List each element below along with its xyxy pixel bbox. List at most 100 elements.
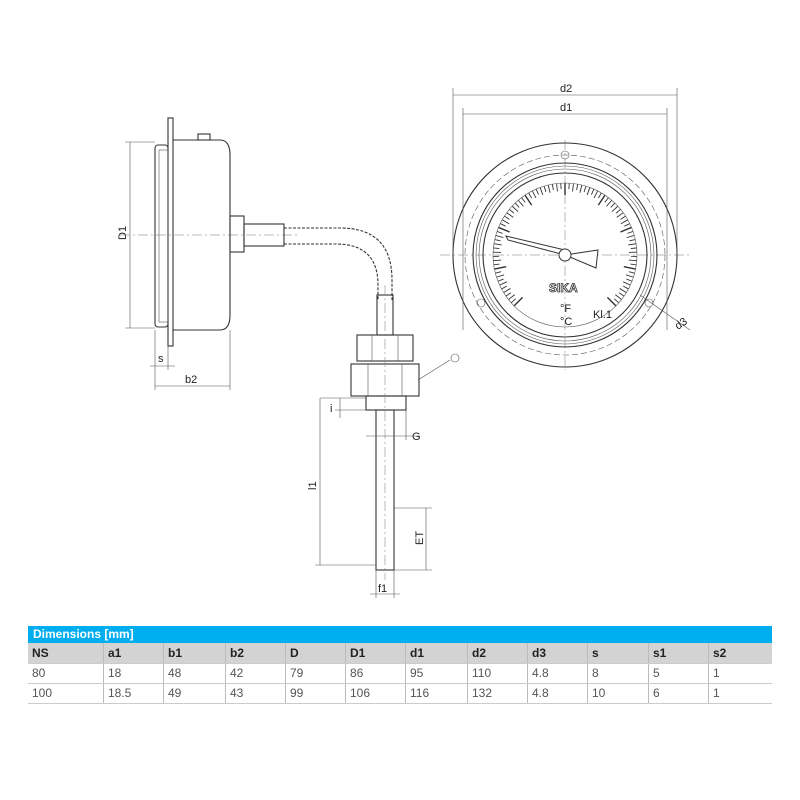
scale-tick [517, 199, 524, 207]
scale-tick [496, 274, 505, 278]
scale-tick [511, 205, 519, 212]
scale-tick [593, 190, 599, 199]
dim-f1: f1 [378, 583, 387, 595]
scale-tick [615, 208, 621, 214]
scale-tick [606, 296, 617, 307]
scale-tick [547, 184, 551, 193]
table-cell: 10 [587, 684, 648, 703]
scale-tick [497, 278, 504, 282]
column-header: D1 [345, 643, 405, 663]
unit-celsius: °C [560, 316, 572, 328]
table-cell: 4.8 [527, 664, 587, 683]
scale-tick [501, 285, 508, 290]
scale-tick [614, 294, 622, 300]
dim-i: i [330, 403, 332, 415]
dim-d3: d3 [673, 316, 690, 333]
column-header: s2 [708, 643, 772, 663]
table-title: Dimensions [mm] [28, 626, 772, 643]
scale-tick [514, 202, 520, 208]
scale-tick [503, 288, 511, 294]
scale-tick [629, 239, 636, 242]
table-cell: 132 [467, 684, 527, 703]
table-cell: 42 [225, 664, 285, 683]
scale-tick [505, 292, 512, 297]
scale-tick [513, 296, 524, 307]
scale-tick [579, 184, 583, 193]
scale-tick [509, 208, 515, 214]
scale-arc [492, 182, 638, 328]
scale-tick [495, 271, 502, 274]
front-view: SIKA °F °C Kl.1 d2 d1 d3 [440, 83, 691, 370]
scale-tick [620, 226, 632, 233]
dim-ET: ET [414, 531, 426, 545]
table-cell: 80 [32, 666, 46, 680]
scale-tick [620, 215, 626, 220]
table-cell: 43 [225, 684, 285, 703]
table-cell: 1 [708, 684, 772, 703]
dim-s: s [158, 353, 164, 365]
scale-tick [531, 190, 537, 199]
table-cell: 6 [648, 684, 708, 703]
scale-tick [622, 281, 631, 286]
scale-tick [496, 230, 503, 234]
scale-tick [521, 197, 526, 203]
dim-D1: D1 [117, 226, 129, 240]
scale-tick [551, 184, 554, 191]
unit-fahrenheit: °F [560, 303, 571, 315]
scale-tick [506, 212, 514, 218]
scale-tick [620, 219, 629, 225]
table-cell: 8 [587, 664, 648, 683]
column-header: d3 [527, 643, 587, 663]
scale-tick [625, 274, 634, 278]
scale-tick [510, 298, 516, 304]
scale-tick [494, 239, 501, 242]
scale-tick [624, 223, 630, 227]
scale-tick [556, 183, 558, 192]
table-cell: 48 [163, 664, 225, 683]
table-cell: 106 [345, 684, 405, 703]
scale-tick [618, 292, 625, 297]
side-view: D1 s b2 i G l1 ET f1 [117, 117, 460, 598]
dim-d2: d2 [560, 83, 572, 95]
scale-tick [628, 243, 637, 246]
column-header: s1 [648, 643, 708, 663]
scale-tick [597, 192, 602, 199]
scale-tick [626, 278, 633, 282]
scale-tick [500, 223, 506, 227]
scale-tick [494, 266, 507, 270]
scale-tick [591, 188, 595, 195]
table-cell: 116 [405, 684, 467, 703]
scale-tick [606, 199, 613, 207]
table-cell: 18 [103, 664, 163, 683]
scale-tick [610, 202, 616, 208]
scale-tick [543, 185, 547, 192]
column-header: s [587, 643, 648, 663]
table-cell: 86 [345, 664, 405, 683]
table-cell: 1 [708, 664, 772, 683]
scale-tick [626, 235, 635, 239]
scale-tick [493, 263, 500, 266]
scale-tick [622, 285, 629, 290]
scale-tick [499, 281, 508, 286]
table-cell: 18.5 [103, 684, 163, 703]
scale-tick [524, 194, 533, 206]
dim-b2: b2 [185, 374, 197, 386]
brand-logo: SIKA [549, 281, 578, 295]
column-header: a1 [103, 643, 163, 663]
technical-drawing: D1 s b2 i G l1 ET f1 SIKA °F °C Kl.1 d2 … [117, 83, 691, 598]
scale-tick [604, 197, 609, 203]
scale-tick [619, 288, 627, 294]
dim-G: G [412, 431, 421, 443]
scale-tick [630, 263, 637, 266]
scale-tick [586, 187, 591, 196]
scale-tick [528, 192, 533, 199]
scale-tick [498, 226, 510, 233]
scale-tick [495, 235, 504, 239]
dim-d1: d1 [560, 102, 572, 114]
column-header: NS [32, 646, 49, 660]
scale-tick [508, 294, 516, 300]
